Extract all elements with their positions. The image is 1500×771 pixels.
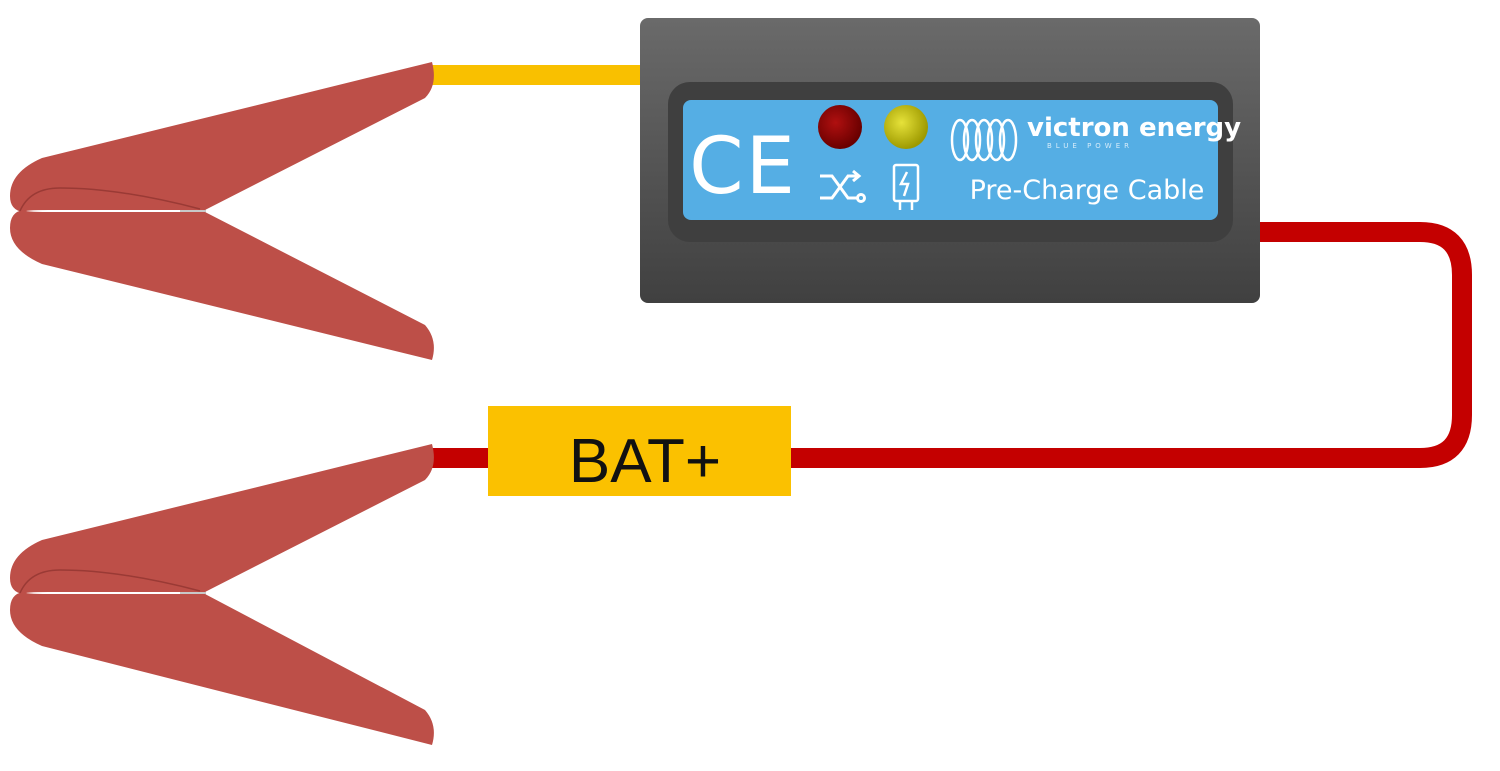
victron-logo-icon xyxy=(950,118,1018,162)
bat-plus-label: BAT+ xyxy=(569,427,721,496)
brand-tagline: BLUE POWER xyxy=(1047,142,1133,150)
lower-clamp-bottom-jaw xyxy=(10,592,434,745)
ce-mark: CE xyxy=(689,122,797,212)
upper-clamp-top-jaw xyxy=(10,62,434,212)
upper-alligator-clamp xyxy=(10,62,434,360)
upper-clamp-bottom-jaw xyxy=(10,210,434,360)
pre-charge-device: CE victron energy BLUE POWER Pre-Char xyxy=(640,18,1260,303)
charging-led xyxy=(884,105,928,149)
bat-plus-tag: BAT+ xyxy=(488,406,791,496)
brand-name: victron energy xyxy=(1027,113,1241,143)
device-label-panel xyxy=(683,100,1218,220)
battery-charge-icon xyxy=(892,163,920,210)
product-name: Pre-Charge Cable xyxy=(970,175,1205,206)
lower-alligator-clamp xyxy=(10,444,434,745)
shuffle-icon xyxy=(820,169,866,203)
fault-led xyxy=(818,105,862,149)
lower-clamp-top-jaw xyxy=(10,444,434,594)
lower-red-wire xyxy=(420,222,1472,468)
